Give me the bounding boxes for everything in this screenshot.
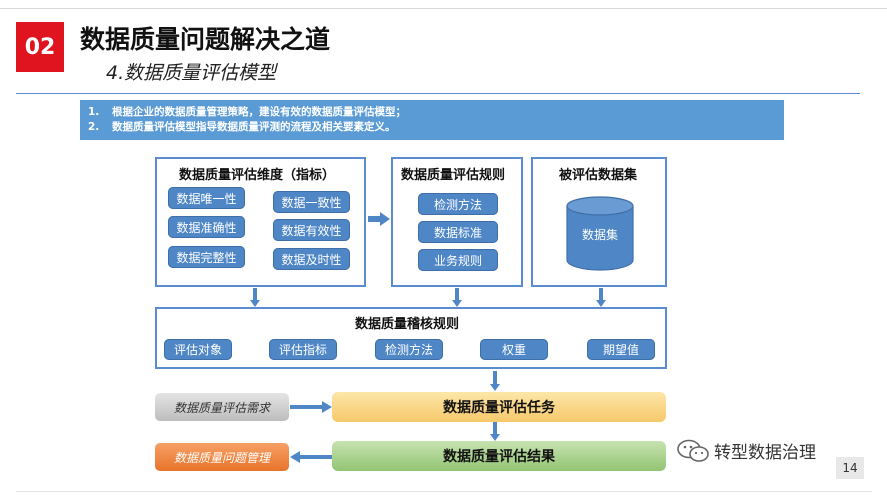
watermark-text: 转型数据治理 <box>714 443 816 463</box>
note-item: 2. 数据质量评估模型指导数据质量评测的流程及相关要素定义。 <box>88 120 784 135</box>
evaluation-result-box: 数据质量评估结果 <box>332 441 666 471</box>
note-banner: 1. 根据企业的数据质量管理策略，建设有效的数据质量评估模型； 2. 数据质量评… <box>80 100 784 140</box>
database-cylinder-icon <box>566 196 634 271</box>
dimension-uniqueness: 数据唯一性 <box>168 187 245 209</box>
audit-detection-method: 检测方法 <box>375 339 443 360</box>
evaluation-task-box: 数据质量评估任务 <box>332 392 666 422</box>
audit-expected-value: 期望值 <box>587 339 655 360</box>
down-arrow-icon <box>596 288 606 307</box>
dimensions-box: 数据质量评估维度（指标） 数据唯一性 数据一致性 数据准确性 数据有效性 数据完… <box>155 157 366 287</box>
down-arrow-icon <box>452 288 462 307</box>
audit-metric: 评估指标 <box>269 339 337 360</box>
rules-box: 数据质量评估规则 检测方法 数据标准 业务规则 <box>391 157 523 287</box>
note-text: 根据企业的数据质量管理策略，建设有效的数据质量评估模型； <box>112 106 406 118</box>
right-arrow-icon <box>290 401 332 413</box>
note-item: 1. 根据企业的数据质量管理策略，建设有效的数据质量评估模型； <box>88 105 784 120</box>
top-divider <box>0 8 887 9</box>
dataset-title: 被评估数据集 <box>559 168 638 183</box>
dimension-accuracy: 数据准确性 <box>168 216 245 238</box>
down-arrow-icon <box>490 371 500 391</box>
evaluation-demand-box: 数据质量评估需求 <box>155 393 289 421</box>
page-number: 14 <box>836 457 864 479</box>
header-divider <box>16 93 860 94</box>
note-index: 2. <box>88 121 100 133</box>
rules-title: 数据质量评估规则 <box>401 168 506 183</box>
down-arrow-icon <box>490 422 500 441</box>
note-index: 1. <box>88 106 100 118</box>
dimensions-title: 数据质量评估维度（指标） <box>179 168 336 183</box>
note-text: 数据质量评估模型指导数据质量评测的流程及相关要素定义。 <box>112 121 396 133</box>
chat-bubble-icon <box>677 439 709 462</box>
rule-data-standard: 数据标准 <box>418 221 498 243</box>
rule-detection-method: 检测方法 <box>418 193 498 215</box>
page-subtitle: 4.数据质量评估模型 <box>106 62 277 84</box>
audit-rules-title: 数据质量稽核规则 <box>355 317 460 332</box>
down-arrow-icon <box>250 288 260 307</box>
audit-weight: 权重 <box>480 339 548 360</box>
watermark: 转型数据治理 <box>676 438 816 463</box>
page-title: 数据质量问题解决之道 <box>80 25 331 54</box>
right-arrow-icon <box>368 212 390 226</box>
dimension-validity: 数据有效性 <box>273 219 350 241</box>
issue-management-box: 数据质量问题管理 <box>155 443 289 471</box>
dataset-label: 数据集 <box>581 228 618 242</box>
section-number-badge: 02 <box>16 22 64 72</box>
audit-target: 评估对象 <box>164 339 232 360</box>
dimension-timeliness: 数据及时性 <box>273 248 350 270</box>
audit-rules-box: 数据质量稽核规则 评估对象 评估指标 检测方法 权重 期望值 <box>155 307 667 369</box>
dimension-completeness: 数据完整性 <box>168 246 245 268</box>
rule-business-rule: 业务规则 <box>418 249 498 271</box>
left-arrow-icon <box>290 451 332 463</box>
dimension-consistency: 数据一致性 <box>273 191 350 213</box>
bottom-divider <box>16 491 872 492</box>
